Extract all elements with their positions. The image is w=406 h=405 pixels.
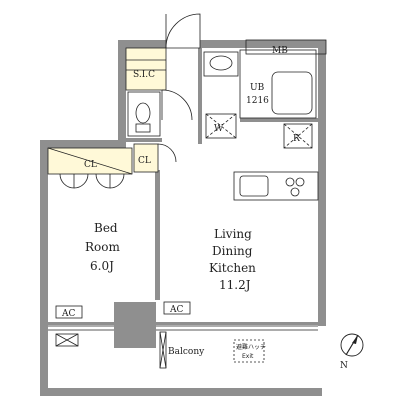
shoe-closet: S.I.C xyxy=(125,47,167,91)
ldk-label: Living Dining Kitchen 11.2J xyxy=(209,227,256,292)
closet-small-label: CL xyxy=(138,156,151,166)
svg-text:Dining: Dining xyxy=(212,244,253,258)
ac-bedroom: AC xyxy=(55,305,83,319)
svg-text:Kitchen: Kitchen xyxy=(209,261,256,275)
unit-bath-label: UB xyxy=(250,83,265,93)
closet: CL xyxy=(47,147,133,189)
walls xyxy=(40,40,326,396)
kitchen-counter xyxy=(233,171,319,201)
ac-living: AC xyxy=(163,301,191,315)
shoe-closet-label: S.I.C xyxy=(133,70,155,80)
closet-small: CL xyxy=(133,143,177,173)
svg-text:避難ハッチ: 避難ハッチ xyxy=(236,343,266,351)
windows xyxy=(48,325,318,331)
balcony: Balcony xyxy=(159,331,205,369)
north-label: N xyxy=(340,361,348,371)
svg-text:Exit: Exit xyxy=(242,353,254,360)
meter-box-label: MB xyxy=(272,46,288,56)
bedroom-label: Bed Room 6.0J xyxy=(85,221,120,273)
fridge-label: R xyxy=(293,134,300,144)
compass-icon: N xyxy=(340,333,364,371)
svg-text:AC: AC xyxy=(61,309,75,319)
washer-label: W xyxy=(214,124,224,134)
svg-text:Room: Room xyxy=(85,240,120,254)
closet-label: CL xyxy=(84,160,97,170)
toilet xyxy=(127,91,161,137)
entrance-door xyxy=(165,13,201,49)
unit-bath: UB 1216 xyxy=(239,49,317,119)
balcony-label: Balcony xyxy=(168,347,205,357)
emergency-hatch: 避難ハッチ Exit xyxy=(233,339,266,363)
svg-text:6.0J: 6.0J xyxy=(90,259,114,273)
outdoor-unit xyxy=(55,333,79,347)
meter-box: MB xyxy=(245,39,327,56)
svg-text:11.2J: 11.2J xyxy=(219,278,251,292)
svg-text:AC: AC xyxy=(169,305,183,315)
washer: W xyxy=(205,113,237,139)
washbasin xyxy=(203,51,239,77)
svg-text:Living: Living xyxy=(214,227,252,241)
svg-text:Bed: Bed xyxy=(94,221,118,235)
refrigerator: R xyxy=(283,123,313,149)
unit-bath-size: 1216 xyxy=(246,96,269,106)
toilet-door xyxy=(161,89,193,121)
